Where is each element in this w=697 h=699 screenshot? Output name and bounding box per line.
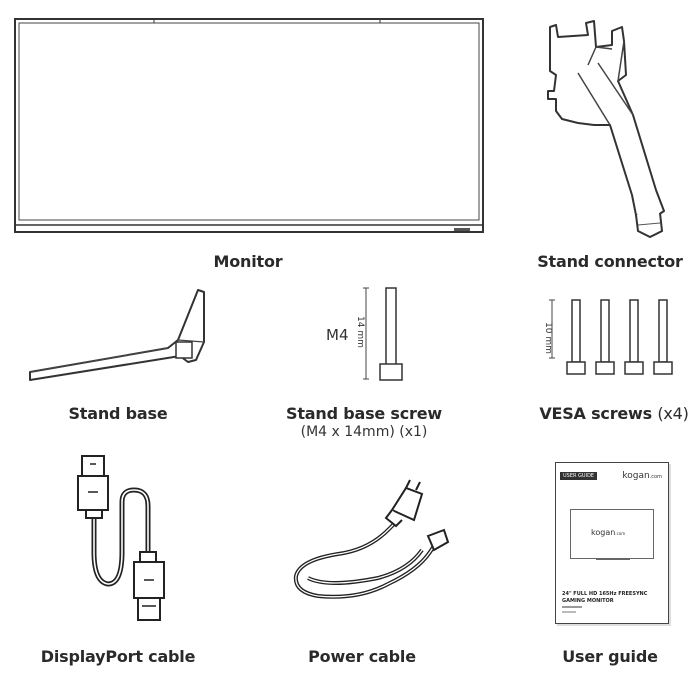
guide-brand-name: kogan	[622, 471, 650, 481]
displayport-cable-illustration	[77, 455, 165, 621]
stand-base-screw-label: Stand base screw	[286, 404, 442, 423]
guide-fine-print	[562, 606, 582, 608]
stand-base-illustration	[29, 289, 205, 381]
guide-screen-image: kogan.com	[570, 509, 654, 559]
vesa-screws-illustration: 10 mm	[543, 299, 673, 375]
user-guide-label: User guide	[562, 647, 658, 666]
stand-base-screw-spec: (M4 x 14mm) (x1)	[300, 424, 428, 440]
guide-brand: kogan.com	[622, 471, 662, 481]
stand-base-label: Stand base	[68, 404, 168, 423]
guide-screen-brand-suffix: .com	[615, 531, 626, 536]
vesa-screws-title: VESA screws	[539, 404, 652, 423]
guide-brand-suffix: .com	[649, 474, 662, 480]
screw-thread-text: M4	[326, 326, 349, 344]
guide-tag: USER GUIDE	[560, 472, 598, 480]
stand-connector-illustration	[547, 20, 665, 239]
displayport-cable-label: DisplayPort cable	[40, 647, 196, 666]
screw-length-text: 14 mm	[355, 316, 365, 348]
monitor-illustration	[14, 18, 484, 233]
guide-screen-brand-name: kogan	[591, 528, 616, 537]
power-cable-label: Power cable	[308, 647, 416, 666]
vesa-screw	[624, 299, 644, 375]
guide-fine-print	[562, 611, 576, 613]
vesa-screws-qty: (x4)	[657, 404, 689, 423]
power-cable-illustration	[293, 479, 450, 599]
monitor-label: Monitor	[213, 252, 283, 271]
guide-screen-stand	[596, 558, 630, 560]
vesa-screw	[566, 299, 586, 375]
vesa-length-text: 10 mm	[543, 322, 553, 354]
guide-title-line2: GAMING MONITOR	[562, 598, 614, 604]
vesa-screws-label: VESA screws (x4)	[532, 404, 696, 423]
stand-base-screw-illustration: 14 mm M4	[326, 287, 403, 381]
user-guide-booklet: USER GUIDE kogan.com kogan.com 24" FULL …	[555, 462, 669, 624]
guide-screen-brand: kogan.com	[591, 528, 625, 537]
vesa-screw	[595, 299, 615, 375]
guide-title-line1: 24" FULL HD 165Hz FREESYNC	[562, 591, 648, 597]
vesa-screw	[653, 299, 673, 375]
stand-connector-label: Stand connector	[537, 252, 683, 271]
